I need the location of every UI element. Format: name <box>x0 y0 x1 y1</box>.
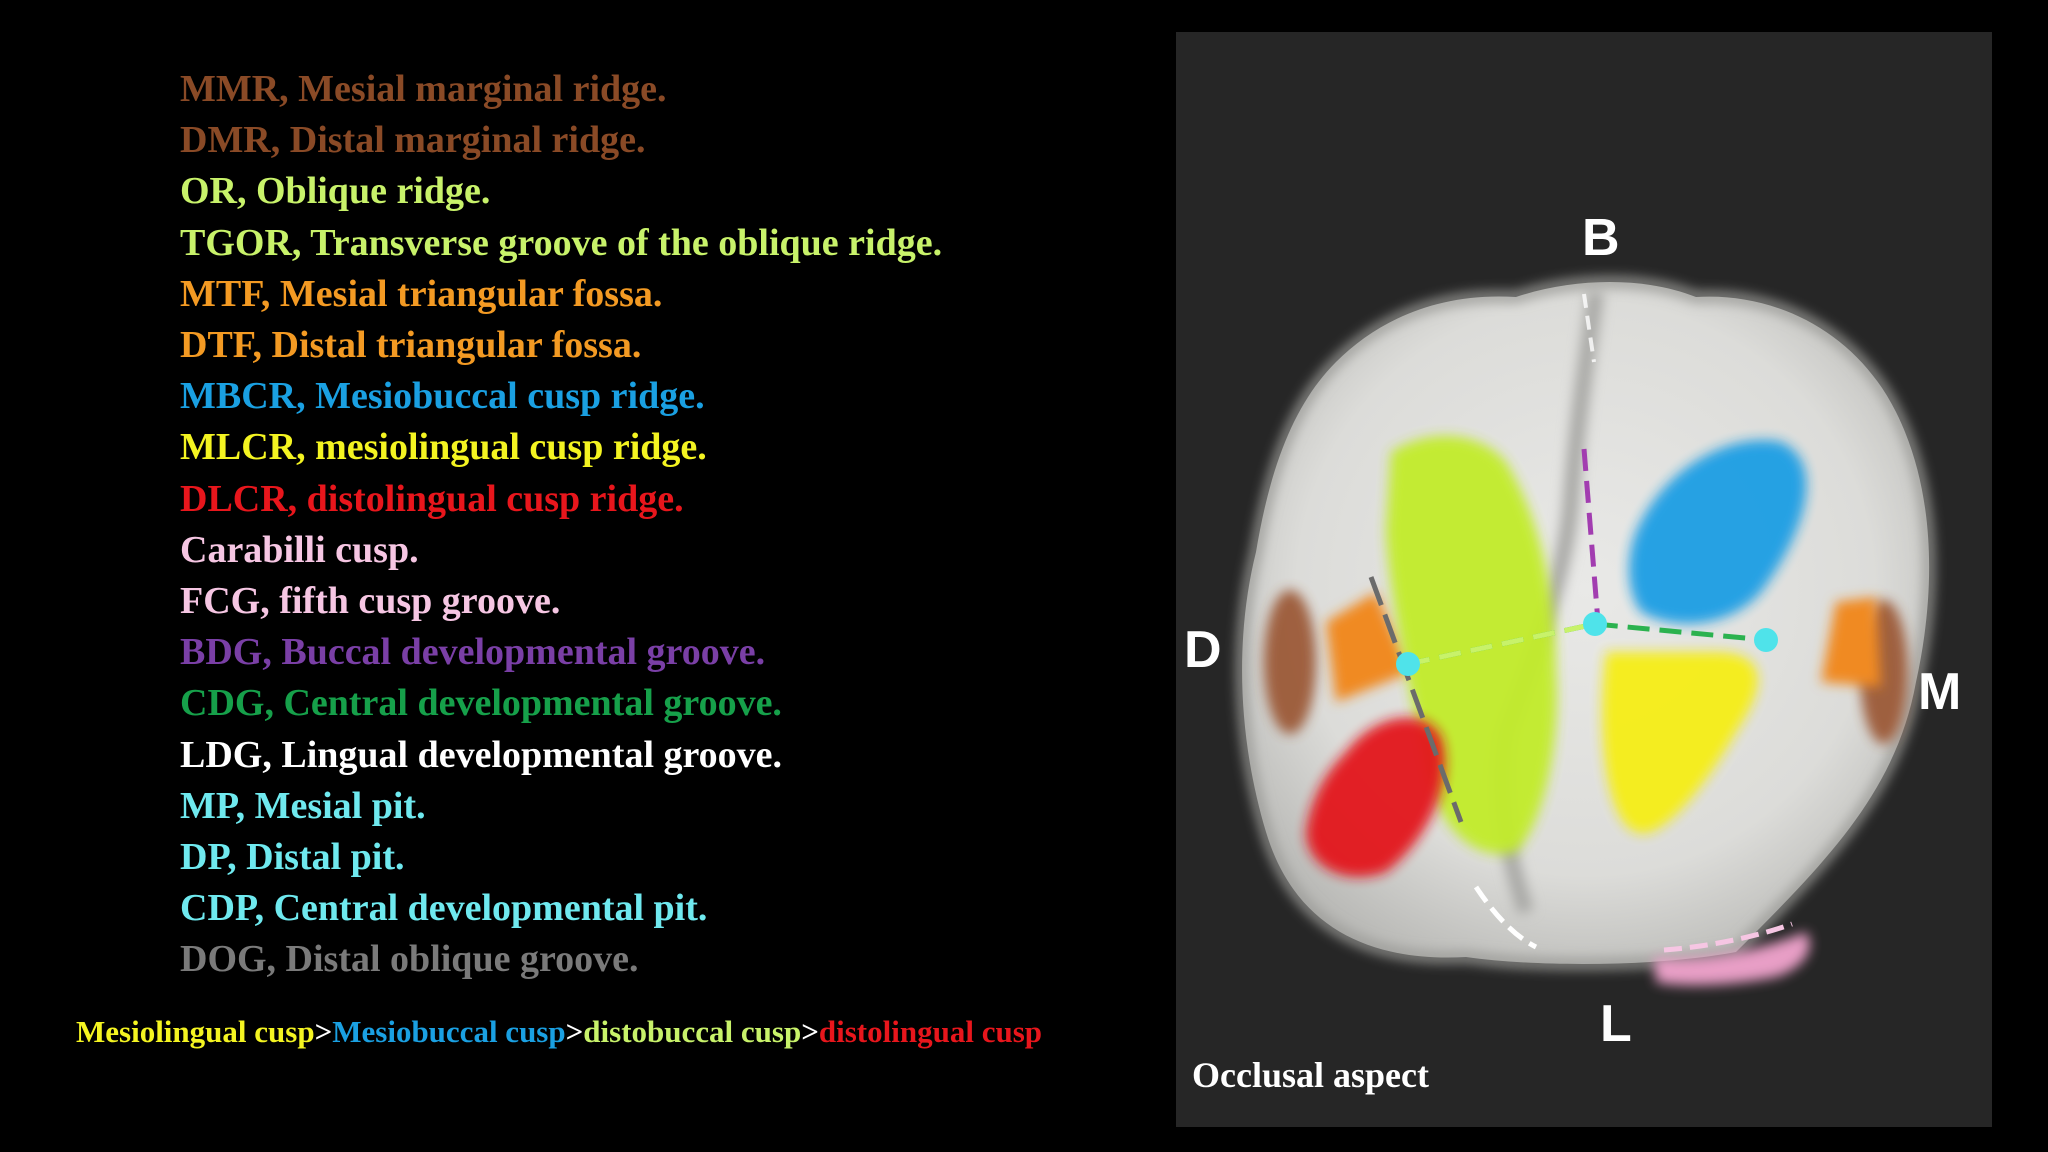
crown-outline-shadow <box>1237 277 1935 969</box>
legend-item: CDG, Central developmental groove. <box>180 682 782 725</box>
distolingual-cusp-ridge-highlight <box>1306 717 1445 878</box>
distal-pit <box>1396 652 1420 676</box>
photo-caption: Occlusal aspect <box>1192 1055 1429 1095</box>
legend-item: OR, Oblique ridge. <box>180 170 491 213</box>
legend-item: MP, Mesial pit. <box>180 784 426 827</box>
lingual-label: L <box>1600 995 1632 1053</box>
molar-occlusal-illustration <box>1237 277 1935 986</box>
legend-item: DOG, Distal oblique groove. <box>180 938 639 981</box>
legend-item: DP, Distal pit. <box>180 836 405 879</box>
mesiolingual-cusp-ridge-highlight <box>1602 652 1758 834</box>
order-separator: > <box>314 1014 333 1049</box>
mesiobuccal-cusp-ridge-highlight <box>1629 440 1807 624</box>
cusp-order-term: distobuccal cusp <box>583 1014 802 1049</box>
order-separator: > <box>565 1014 584 1049</box>
cusp-size-order: Mesiolingual cusp>Mesiobuccal cusp>disto… <box>76 1014 1042 1050</box>
cusp-order-term: Mesiobuccal cusp <box>332 1014 566 1049</box>
tooth-photo-panel: B D M L Occlusal aspect <box>1176 32 1992 1127</box>
cusp-order-term: distolingual cusp <box>818 1014 1043 1049</box>
legend-item: TGOR, Transverse groove of the oblique r… <box>180 221 943 264</box>
legend-item: DLCR, distolingual cusp ridge. <box>180 477 684 520</box>
legend-item: FCG, fifth cusp groove. <box>180 580 561 623</box>
legend-item: MBCR, Mesiobuccal cusp ridge. <box>180 375 705 418</box>
buccal-groove-top-mark <box>1582 293 1596 363</box>
abbreviation-legend: MMR, Mesial marginal ridge. DMR, Distal m… <box>180 64 942 986</box>
distal-triangular-fossa-highlight <box>1326 592 1411 702</box>
legend-item: Carabilli cusp. <box>180 528 419 571</box>
legend-item: DMR, Distal marginal ridge. <box>180 119 646 162</box>
legend-item: CDP, Central developmental pit. <box>180 887 708 930</box>
buccal-label: B <box>1582 209 1620 267</box>
central-developmental-groove <box>1407 621 1767 667</box>
mesial-pit <box>1754 628 1778 652</box>
mesial-label: M <box>1918 663 1962 721</box>
central-developmental-pit <box>1583 612 1607 636</box>
cusp-order-term: Mesiolingual cusp <box>76 1014 315 1049</box>
legend-item: BDG, Buccal developmental groove. <box>180 631 766 674</box>
fifth-cusp-groove <box>1663 921 1793 953</box>
legend-item: MLCR, mesiolingual cusp ridge. <box>180 426 707 469</box>
legend-item: MTF, Mesial triangular fossa. <box>180 272 663 315</box>
mesial-triangular-fossa-highlight <box>1821 597 1881 687</box>
legend-item: DTF, Distal triangular fossa. <box>180 324 642 367</box>
distal-oblique-groove <box>1368 576 1464 823</box>
distal-label: D <box>1184 621 1222 679</box>
distal-marginal-ridge-highlight <box>1264 590 1316 734</box>
legend-item: LDG, Lingual developmental groove. <box>180 733 783 776</box>
lingual-developmental-groove <box>1473 885 1538 950</box>
buccal-developmental-groove <box>1581 448 1601 623</box>
order-separator: > <box>801 1014 819 1049</box>
legend-item: MMR, Mesial marginal ridge. <box>180 68 667 110</box>
carabelli-cusp-highlight <box>1654 932 1810 986</box>
